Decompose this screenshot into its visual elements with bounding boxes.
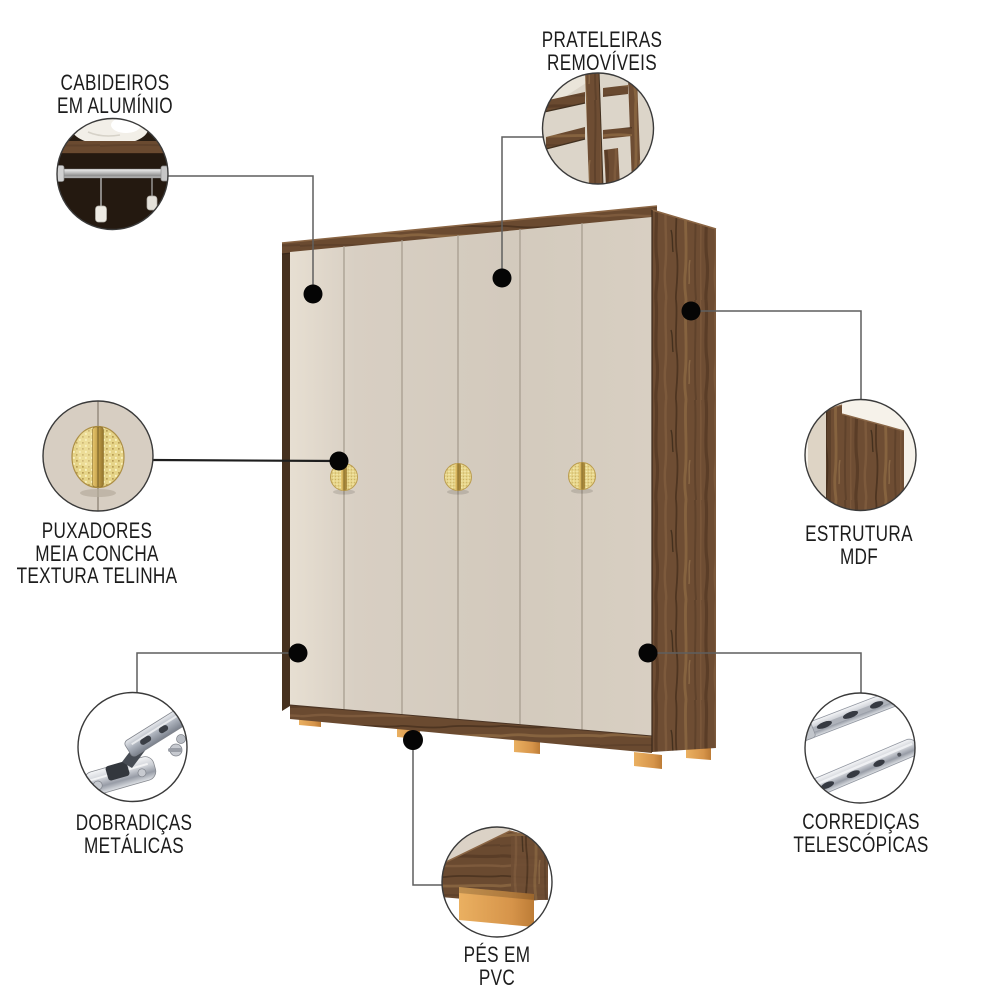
- label-line: CABIDEIROS: [60, 70, 170, 95]
- label-line: TEXTURA TELINHA: [16, 563, 178, 588]
- connector-dobradicas: [136, 652, 298, 693]
- metal-hinge-icon: [78, 692, 187, 802]
- wardrobe-left-edge: [282, 246, 290, 711]
- callout-label-estrutura: ESTRUTURA MDF: [765, 521, 952, 569]
- callout-label-puxadores: PUXADORES MEIA CONCHA TEXTURA TELINHA: [3, 518, 190, 588]
- callout-circle-prateleiras: [541, 72, 655, 185]
- aluminum-hanger-rod-icon: [57, 118, 168, 230]
- connector-pes: [412, 740, 443, 886]
- callout-dots: [288, 268, 701, 750]
- connector-lines: [136, 136, 862, 886]
- mdf-panel-icon: [805, 399, 916, 511]
- connector-cabideiros: [168, 175, 314, 294]
- label-line: REMOVÍVEIS: [547, 49, 657, 75]
- connector-puxadores: [152, 458, 340, 463]
- pvc-foot-icon: [442, 827, 552, 937]
- callout-dot: [681, 301, 701, 321]
- removable-shelves-icon: [542, 73, 654, 184]
- callout-circle-estrutura: [804, 398, 917, 512]
- label-line: PVC: [478, 964, 516, 990]
- callout-label-pes: PÉS EM PVC: [403, 942, 590, 990]
- callout-dot: [403, 730, 423, 750]
- label-line: DOBRADIÇAS: [75, 810, 193, 835]
- gold-handle: [444, 463, 472, 495]
- label-line: EM ALUMÍNIO: [57, 92, 173, 118]
- door-handles: [330, 462, 596, 495]
- telescopic-slide-icon: [805, 693, 915, 803]
- callout-label-corredicas: CORREDIÇAS TELESCÓPICAS: [767, 809, 954, 857]
- callout-dot: [288, 643, 308, 663]
- label-line: ESTRUTURA: [805, 521, 913, 546]
- connector-corredicas: [648, 652, 862, 694]
- label-line: PRATELEIRAS: [541, 27, 663, 52]
- connector-prateleiras: [501, 136, 543, 278]
- pvc-foot: [514, 738, 540, 754]
- label-line: CORREDIÇAS: [802, 809, 920, 834]
- callout-circle-pes: [441, 826, 553, 938]
- wardrobe-base-strip: [290, 705, 652, 753]
- gold-handle: [568, 462, 596, 494]
- callout-circle-dobradicas: [77, 691, 188, 803]
- callout-dot: [329, 451, 349, 471]
- label-line: MDF: [839, 543, 879, 569]
- callout-dot: [638, 643, 658, 663]
- callout-dot: [492, 268, 512, 288]
- wardrobe: [281, 205, 717, 769]
- connector-estrutura: [691, 310, 862, 400]
- callout-label-dobradicas: DOBRADIÇAS METÁLICAS: [40, 810, 227, 858]
- wardrobe-side-panel: [652, 210, 716, 752]
- callout-circle-corredicas: [804, 692, 916, 804]
- wardrobe-top-strip: [282, 206, 657, 254]
- label-line: METÁLICAS: [83, 832, 185, 858]
- half-shell-handle-icon: [43, 401, 153, 511]
- callout-circle-puxadores: [42, 400, 154, 512]
- callout-label-prateleiras: PRATELEIRAS REMOVÍVEIS: [508, 27, 695, 75]
- callout-circle-cabideiros: [56, 117, 169, 231]
- pvc-foot: [634, 752, 662, 769]
- label-line: TELESCÓPICAS: [793, 831, 929, 857]
- callout-label-cabideiros: CABIDEIROS EM ALUMÍNIO: [21, 70, 208, 118]
- label-line: MEIA CONCHA: [35, 540, 159, 566]
- callout-dot: [303, 284, 323, 304]
- label-line: PUXADORES: [41, 518, 153, 543]
- label-line: PÉS EM: [463, 942, 531, 967]
- door-gaps: [343, 223, 583, 730]
